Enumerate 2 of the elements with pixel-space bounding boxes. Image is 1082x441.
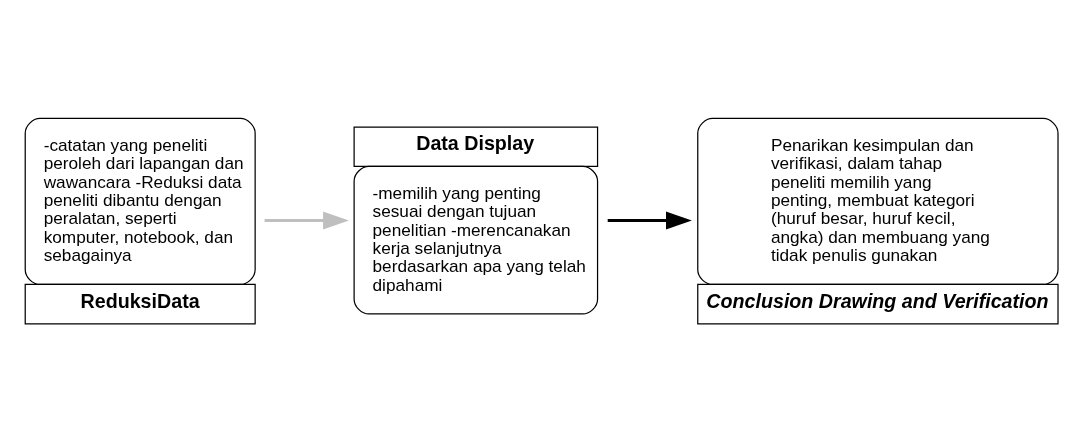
arrow bbox=[607, 211, 692, 230]
arrow bbox=[264, 211, 349, 230]
